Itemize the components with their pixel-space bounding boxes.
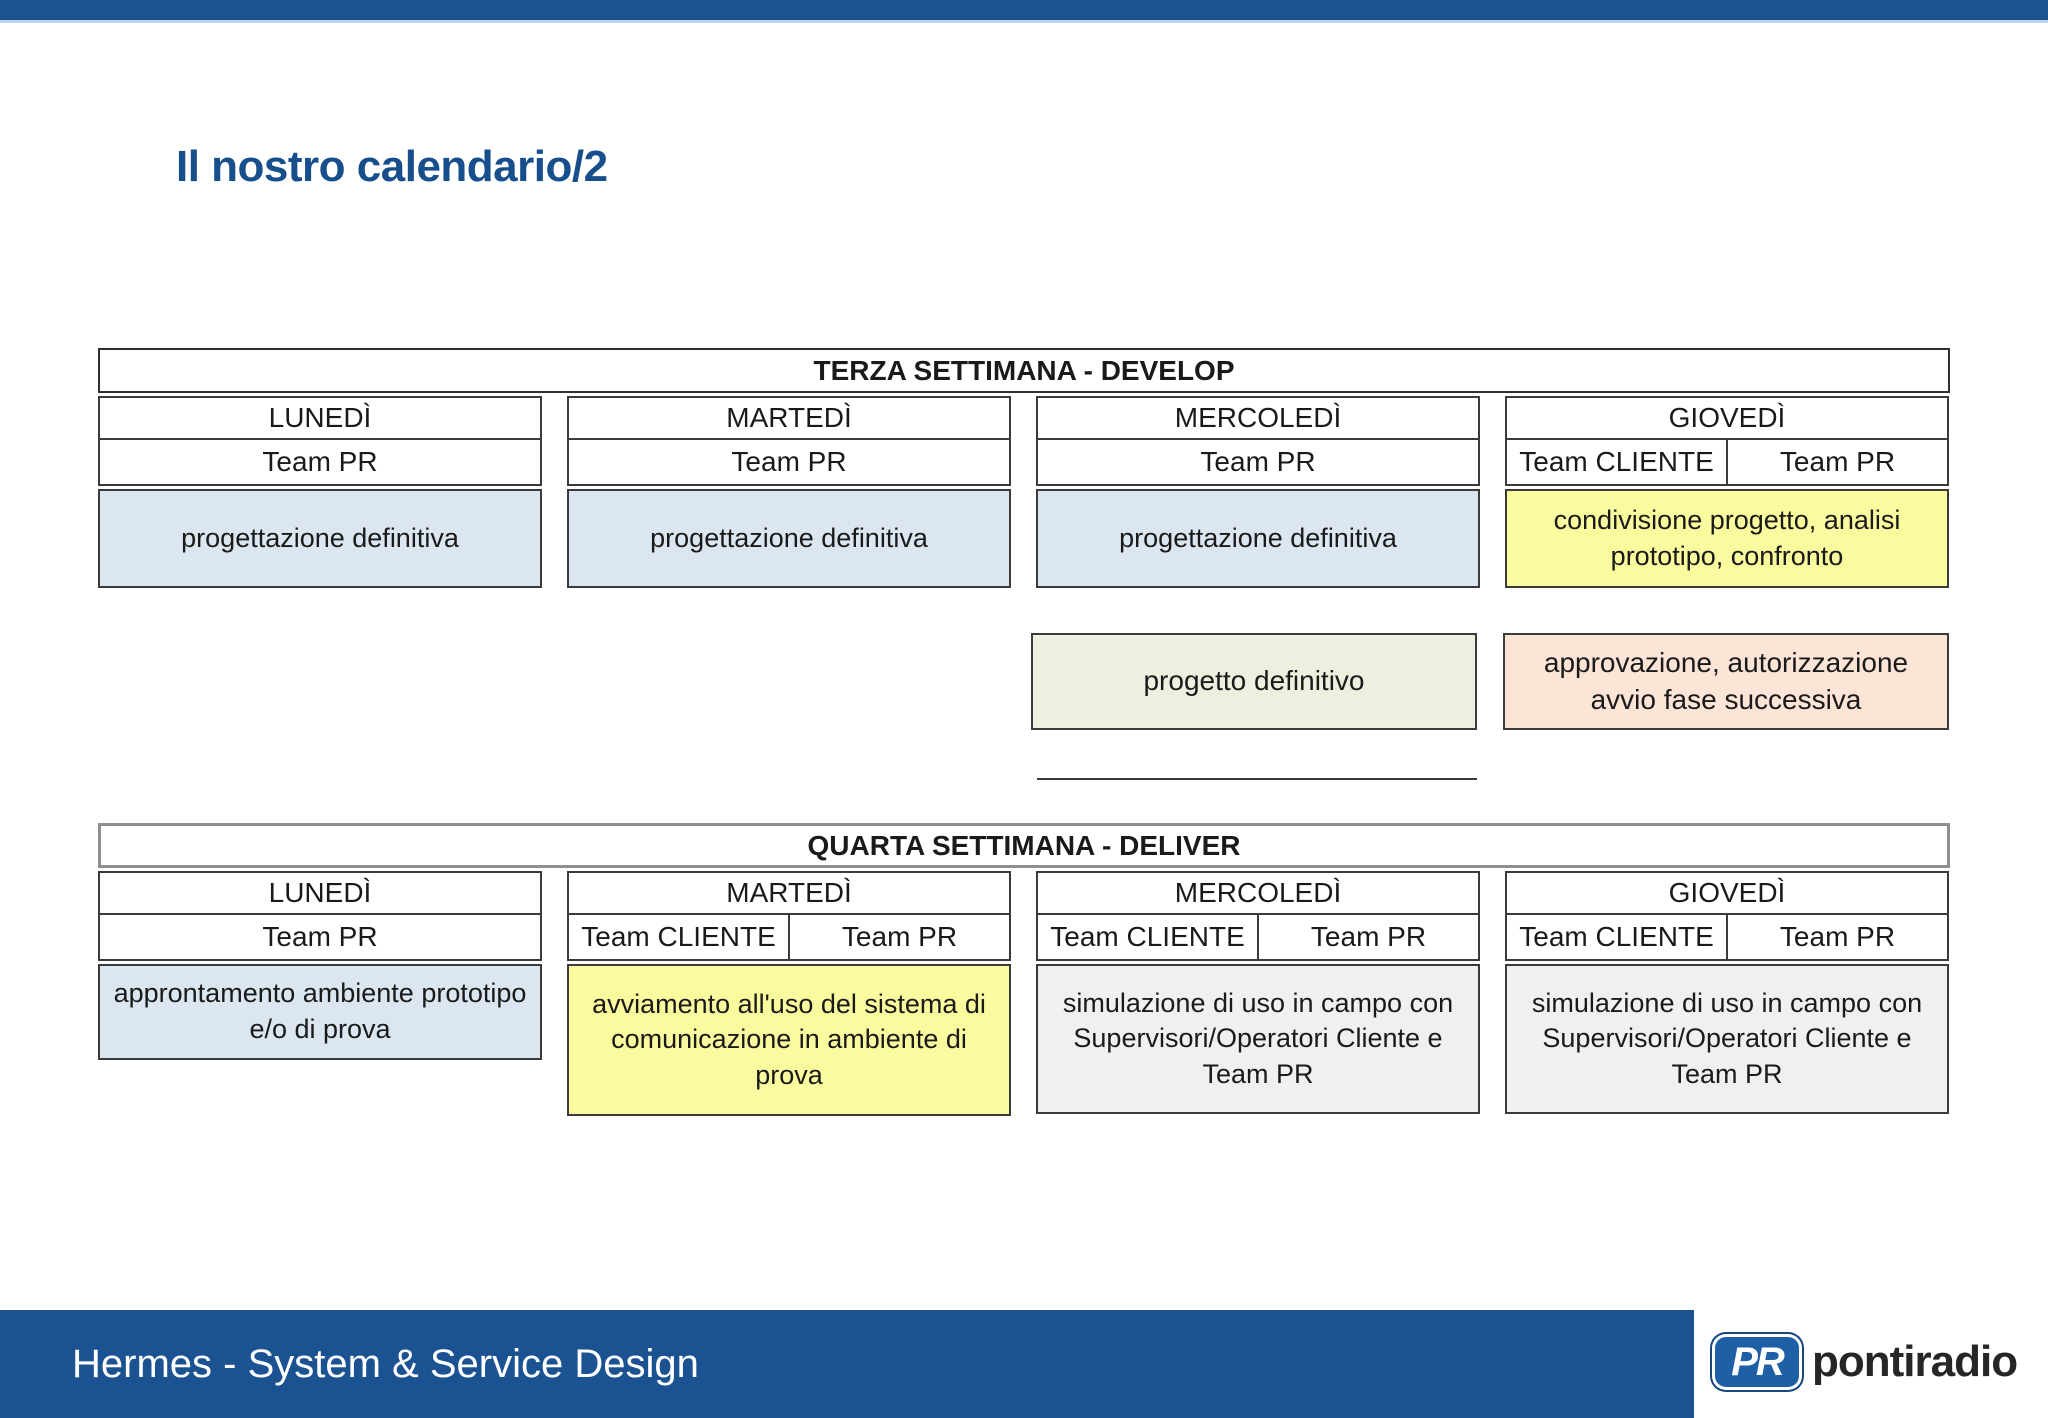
day-header: MARTEDÌ [567, 396, 1011, 440]
week4-table: QUARTA SETTIMANA - DELIVER LUNEDÌ Team P… [98, 823, 1950, 1116]
team-row: Team CLIENTE Team PR [1036, 915, 1480, 961]
day-header: LUNEDÌ [98, 396, 542, 440]
activity-cell: simulazione di uso in campo con Supervis… [1036, 964, 1480, 1114]
team-cell: Team CLIENTE [1050, 921, 1245, 952]
team-cell: Team PR [262, 446, 378, 477]
activity-cell: progettazione definitiva [567, 489, 1011, 588]
team-cell: Team PR [788, 915, 1009, 959]
team-cell: Team PR [1200, 446, 1316, 477]
team-row: Team CLIENTE Team PR [1505, 440, 1949, 486]
pontiradio-logo-wordmark: pontiradio [1812, 1337, 2018, 1386]
activity-cell: progettazione definitiva [1036, 489, 1480, 588]
activity-cell: progettazione definitiva [98, 489, 542, 588]
week3-table: TERZA SETTIMANA - DEVELOP LUNEDÌ Team PR… [98, 348, 1950, 588]
week4-table-header: QUARTA SETTIMANA - DELIVER [98, 823, 1950, 868]
day-header: MERCOLEDÌ [1036, 871, 1480, 915]
week4-column-thursday: GIOVEDÌ Team CLIENTE Team PR simulazione… [1505, 871, 1949, 1114]
week4-column-monday: LUNEDÌ Team PR approntamento ambiente pr… [98, 871, 542, 1060]
team-cell: Team PR [1726, 915, 1947, 959]
activity-cell: condivisione progetto, analisi prototipo… [1505, 489, 1949, 588]
page-title: Il nostro calendario/2 [176, 142, 608, 191]
day-header: LUNEDÌ [98, 871, 542, 915]
result-cell-approval: approvazione, autorizzazione avvio fase … [1503, 633, 1949, 730]
team-row: Team PR [1036, 440, 1480, 486]
week3-columns: LUNEDÌ Team PR progettazione definitiva … [98, 396, 1950, 588]
team-cell: Team CLIENTE [581, 921, 776, 952]
week3-column-thursday: GIOVEDÌ Team CLIENTE Team PR condivision… [1505, 396, 1949, 588]
team-row: Team CLIENTE Team PR [1505, 915, 1949, 961]
footer-bar: Hermes - System & Service Design [0, 1310, 1694, 1418]
activity-cell: approntamento ambiente prototipo e/o di … [98, 964, 542, 1060]
team-row: Team PR [98, 440, 542, 486]
week4-column-wednesday: MERCOLEDÌ Team CLIENTE Team PR simulazio… [1036, 871, 1480, 1114]
team-cell: Team PR [262, 921, 378, 952]
team-cell: Team PR [1257, 915, 1478, 959]
activity-cell: avviamento all'uso del sistema di comuni… [567, 964, 1011, 1116]
separator-line [1037, 778, 1477, 780]
team-row: Team PR [567, 440, 1011, 486]
team-cell: Team PR [1726, 440, 1947, 484]
week4-columns: LUNEDÌ Team PR approntamento ambiente pr… [98, 871, 1950, 1116]
team-cell: Team CLIENTE [1519, 921, 1714, 952]
day-header: GIOVEDÌ [1505, 396, 1949, 440]
team-cell: Team PR [731, 446, 847, 477]
footer-text: Hermes - System & Service Design [72, 1341, 699, 1386]
day-header: MERCOLEDÌ [1036, 396, 1480, 440]
top-accent-bar [0, 0, 2048, 23]
pontiradio-logo-badge-icon: PR [1712, 1334, 1802, 1390]
week3-column-tuesday: MARTEDÌ Team PR progettazione definitiva [567, 396, 1011, 588]
week3-column-monday: LUNEDÌ Team PR progettazione definitiva [98, 396, 542, 588]
team-cell: Team CLIENTE [1519, 446, 1714, 477]
team-row: Team CLIENTE Team PR [567, 915, 1011, 961]
pontiradio-logo: PR pontiradio [1712, 1326, 2018, 1398]
week3-table-header: TERZA SETTIMANA - DEVELOP [98, 348, 1950, 393]
team-row: Team PR [98, 915, 542, 961]
week4-column-tuesday: MARTEDÌ Team CLIENTE Team PR avviamento … [567, 871, 1011, 1116]
day-header: MARTEDÌ [567, 871, 1011, 915]
activity-cell: simulazione di uso in campo con Supervis… [1505, 964, 1949, 1114]
day-header: GIOVEDÌ [1505, 871, 1949, 915]
week3-column-wednesday: MERCOLEDÌ Team PR progettazione definiti… [1036, 396, 1480, 588]
result-cell-final-project: progetto definitivo [1031, 633, 1477, 730]
